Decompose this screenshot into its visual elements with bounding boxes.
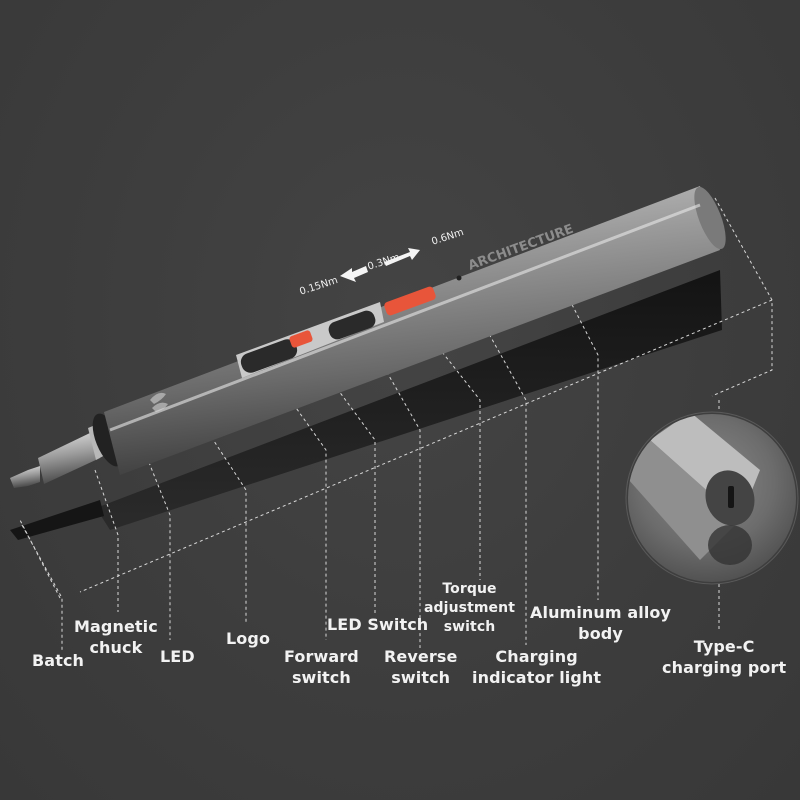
type-c-port-inset <box>625 411 799 585</box>
control-panel <box>236 275 462 378</box>
label-type-c-charging-port: Type-C charging port <box>662 637 787 677</box>
label-forward-switch: Forward switch <box>284 647 359 687</box>
aluminum-body <box>104 186 726 475</box>
logo-mark <box>150 392 168 412</box>
torque-arrows <box>340 248 420 282</box>
label-logo: Logo <box>226 629 271 648</box>
label-torque-adjustment-switch: Torque adjustment switch <box>424 581 516 635</box>
label-charging-indicator-light: Charging indicator light <box>472 647 602 687</box>
reverse-switch-button <box>328 310 376 340</box>
label-reverse-switch: Reverse switch <box>384 647 458 687</box>
forward-switch-button <box>240 339 298 373</box>
label-led-switch: LED Switch <box>327 615 429 634</box>
screwdriver-reflection <box>10 270 722 540</box>
label-aluminum-alloy-body: Aluminum alloy body <box>530 603 672 643</box>
charging-indicator-light <box>456 275 462 281</box>
label-led: LED <box>160 647 195 666</box>
label-batch: Batch <box>32 651 85 670</box>
torque-indicator-leds <box>384 286 436 316</box>
led-switch-button <box>289 330 313 348</box>
label-magnetic-chuck: Magnetic chuck <box>74 617 158 657</box>
